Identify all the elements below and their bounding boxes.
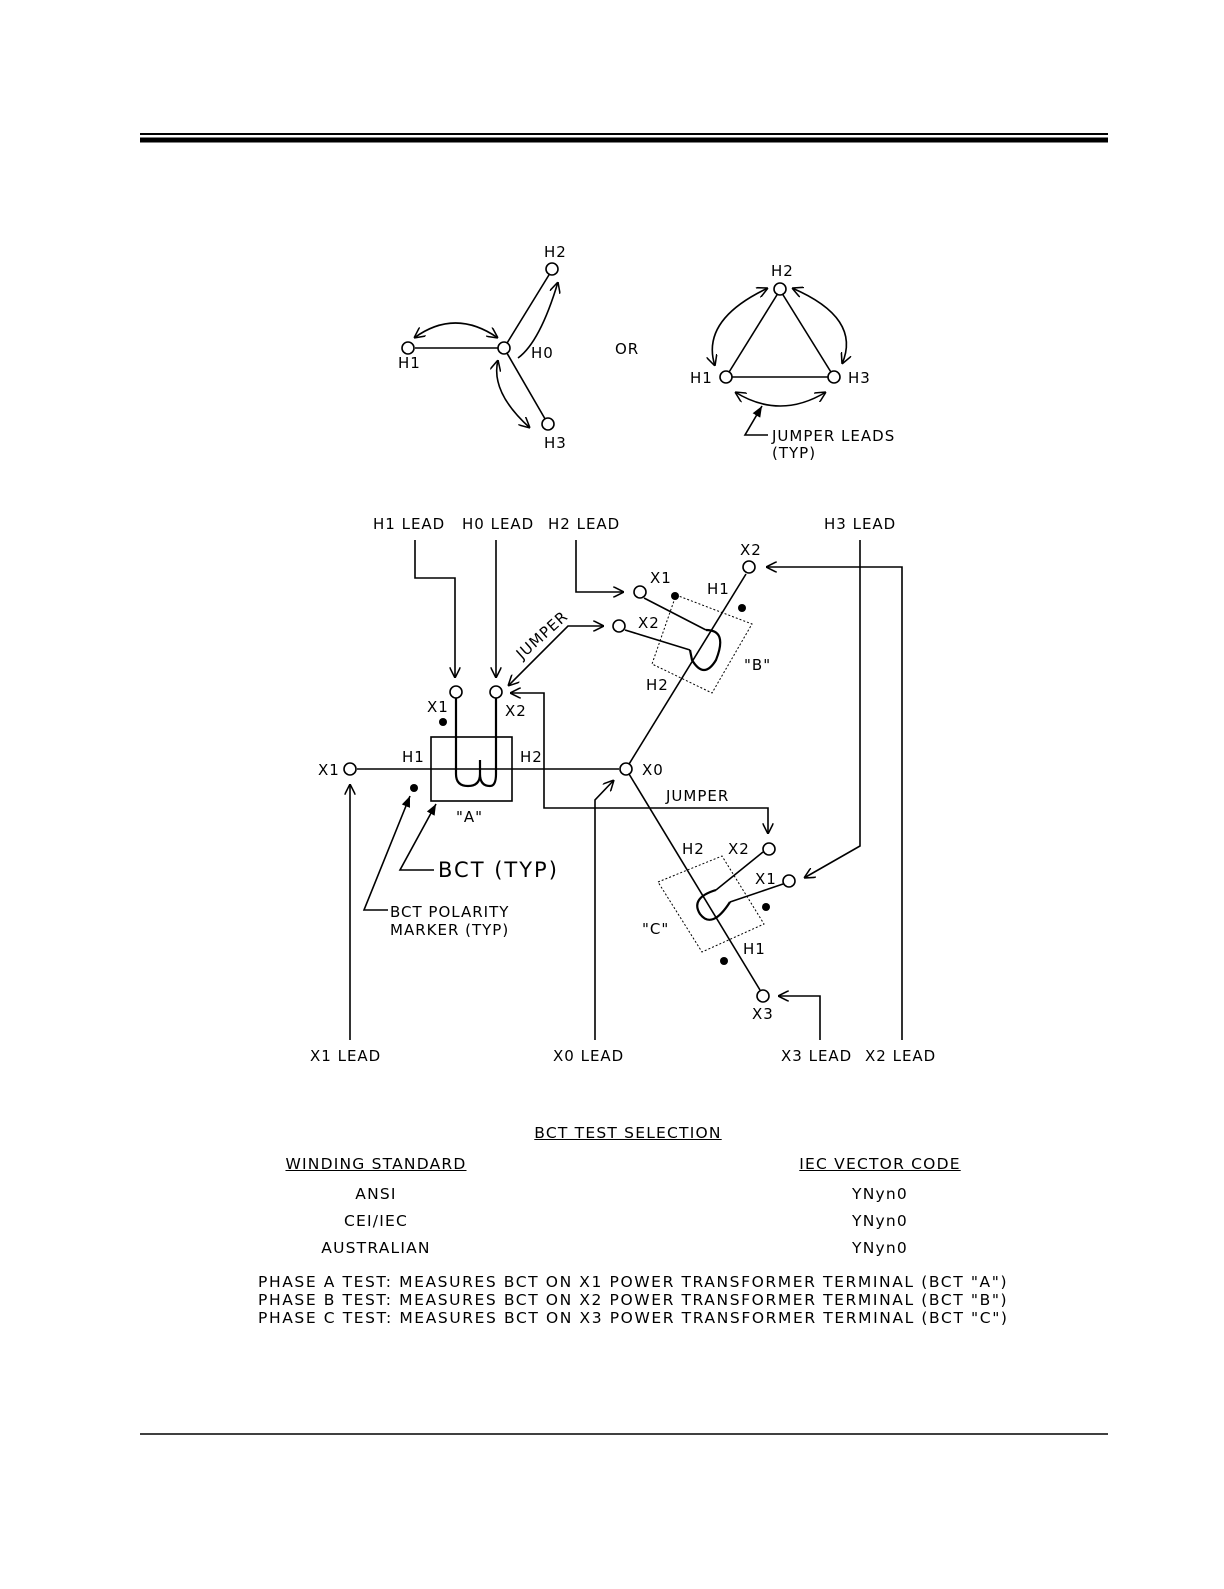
h3-lead-wire [804, 540, 861, 878]
selection-title: BCT TEST SELECTION [534, 1124, 722, 1142]
bct-a-h1-label: H1 [402, 748, 425, 766]
jumper-leads-label: JUMPER LEADS [771, 427, 895, 445]
bct-c-name: "C" [642, 920, 669, 938]
standard-cei-iec: CEI/IEC [344, 1212, 408, 1230]
bct-typ-label: BCT (TYP) [438, 858, 559, 882]
bct-c-x2-label: X2 [728, 840, 750, 858]
bct-c-h1-label: H1 [743, 940, 766, 958]
x3-terminal-label: X3 [752, 1005, 774, 1023]
wye-connection: H1 H2 H0 H3 [398, 243, 567, 452]
x0-lead-label: X0 LEAD [553, 1047, 624, 1065]
bct-a-name: "A" [456, 808, 483, 826]
bct-b-name: "B" [744, 656, 771, 674]
bct-b-h2-label: H2 [646, 676, 669, 694]
bct-c-h2-label: H2 [682, 840, 705, 858]
bct-c-x1-label: X1 [755, 870, 777, 888]
x1-terminal-label: X1 [318, 761, 340, 779]
delta-h1-label: H1 [690, 369, 713, 387]
standard-australian: AUSTRALIAN [321, 1239, 431, 1257]
delta-h2-label: H2 [771, 262, 794, 280]
code-australian: YNyn0 [852, 1239, 908, 1257]
jumper-bottom-label: JUMPER [665, 787, 729, 805]
bct-b-x2-label: X2 [638, 614, 660, 632]
phase-a-note: PHASE A TEST: MEASURES BCT ON X1 POWER T… [258, 1273, 1009, 1291]
or-label: OR [615, 340, 639, 358]
x0-x3-conductor [625, 768, 761, 991]
bct-a-h2-label: H2 [520, 748, 543, 766]
bct-b: X1 X2 H1 H2 "B" [612, 560, 771, 694]
jumper-leads-typ-label: (TYP) [772, 444, 816, 462]
x2-lead-label: X2 LEAD [865, 1047, 936, 1065]
h2-lead-label: H2 LEAD [548, 515, 620, 533]
h0-lead-label: H0 LEAD [462, 515, 534, 533]
x1-lead-label: X1 LEAD [310, 1047, 381, 1065]
x1-terminal [343, 762, 357, 776]
code-cei-iec: YNyn0 [852, 1212, 908, 1230]
h3-lead-label: H3 LEAD [824, 515, 896, 533]
wye-h2-label: H2 [544, 243, 567, 261]
x3-lead-wire [778, 996, 821, 1040]
phase-b-note: PHASE B TEST: MEASURES BCT ON X2 POWER T… [258, 1291, 1009, 1309]
standard-ansi: ANSI [355, 1185, 397, 1203]
delta-connection: H2 H1 H3 JUMPER LEADS (TYP) [690, 262, 895, 462]
bct-typ-leader [398, 803, 437, 871]
winding-standard-header: WINDING STANDARD [285, 1155, 467, 1173]
bct-b-x1-label: X1 [650, 569, 672, 587]
x3-lead-label: X3 LEAD [781, 1047, 852, 1065]
jumper-bottom-wire [510, 693, 768, 834]
x0-terminal-label: X0 [642, 761, 664, 779]
wye-h3-label: H3 [544, 434, 567, 452]
iec-vector-code-header: IEC VECTOR CODE [799, 1155, 961, 1173]
polarity-label: BCT POLARITY [390, 903, 509, 921]
bct-a: X1 X2 H1 H2 "A" [402, 685, 543, 826]
x0-lead-wire [594, 780, 614, 1040]
h1-lead-label: H1 LEAD [373, 515, 445, 533]
code-ansi: YNyn0 [852, 1185, 908, 1203]
bct-a-x1-label: X1 [427, 698, 449, 716]
polarity-leader [362, 795, 411, 911]
h2-lead-wire [575, 540, 624, 592]
polarity-label-typ: MARKER (TYP) [390, 921, 509, 939]
bct-b-h1-label: H1 [707, 580, 730, 598]
x0-x2-conductor [625, 573, 747, 770]
wye-h0-label: H0 [531, 344, 554, 362]
delta-h3-label: H3 [848, 369, 871, 387]
bct-a-x2-label: X2 [505, 702, 527, 720]
wye-h1-label: H1 [398, 354, 421, 372]
bct-c: X2 X1 H2 H1 "C" [642, 840, 796, 1003]
jumper-top-wire [508, 626, 604, 686]
x0-terminal [619, 762, 633, 776]
header-rule [140, 133, 1108, 143]
phase-c-note: PHASE C TEST: MEASURES BCT ON X3 POWER T… [258, 1309, 1009, 1327]
jumper-top-label: JUMPER [512, 607, 572, 663]
x2-terminal-label: X2 [740, 541, 762, 559]
x2-lead-wire [766, 567, 903, 1040]
h1-lead-wire [414, 540, 455, 678]
